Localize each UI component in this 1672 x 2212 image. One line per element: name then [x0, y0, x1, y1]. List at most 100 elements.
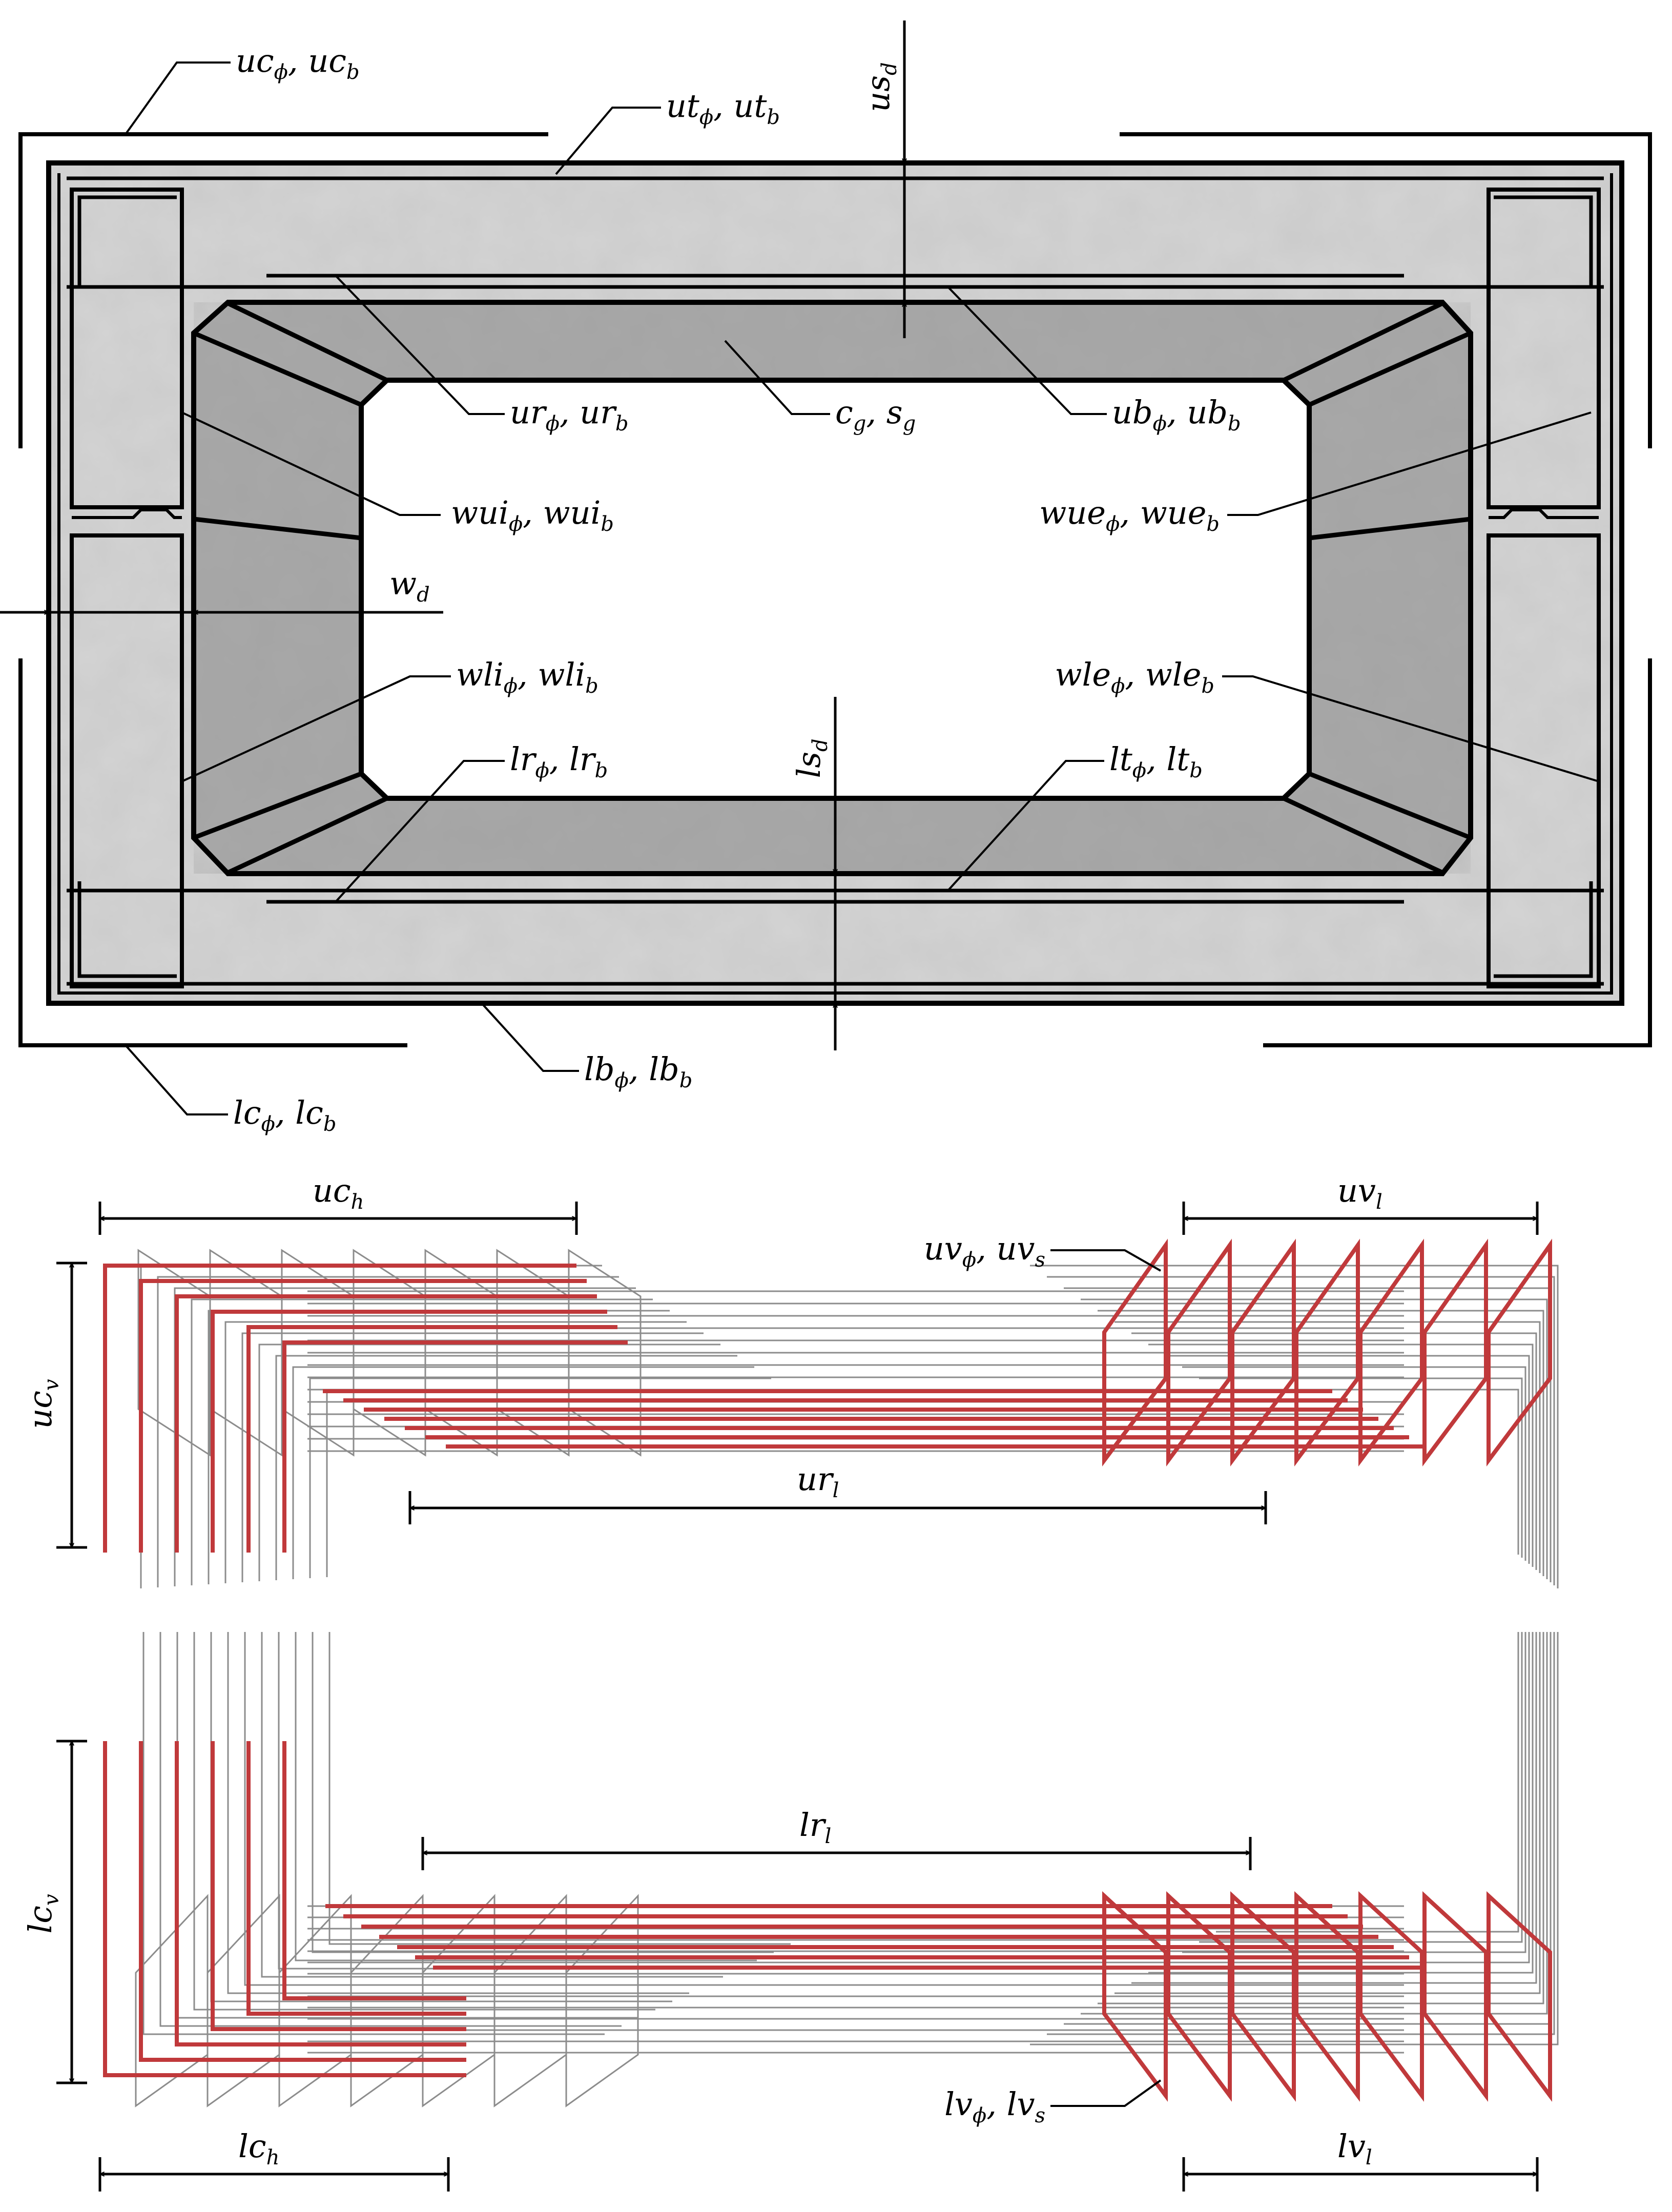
label-uvl: uvl: [1337, 1172, 1382, 1214]
context-corner-bar: [1047, 1276, 1555, 1585]
highlight-stirrup-upper: [1166, 1238, 1232, 1466]
context-corner-bar: [1148, 1632, 1534, 1974]
context-stirrup: [565, 1894, 639, 2107]
highlight-corner-bar-upper: [103, 1264, 576, 1553]
highlight-corner-bar-lower: [211, 1741, 466, 2031]
rebar-leaders: [1050, 1249, 1162, 2107]
context-corner-bar: [309, 1377, 771, 1578]
label-lcv: lcv: [22, 1894, 64, 1934]
highlight-stirrup-upper: [1487, 1238, 1552, 1466]
label-wle: wleϕ, wleb: [1055, 656, 1214, 698]
highlight-corner-bar-lower: [282, 1741, 466, 2000]
leader-lines: [125, 61, 1599, 1115]
box-culvert-cross-section: ucϕ, ucb utϕ, utb usd urϕ, urb cg, sg ub…: [0, 20, 1652, 1136]
context-corner-bar: [258, 1343, 720, 1581]
highlight-stirrup-upper: [1294, 1238, 1360, 1466]
highlight-corner-bar-upper: [282, 1340, 628, 1553]
corner-columns: [70, 188, 1601, 988]
label-usd: usd: [859, 62, 901, 112]
rebar-labels: uch uvl uvϕ, uvs ucv url lrl lcv lvϕ, lv…: [22, 1172, 1382, 2169]
context-corner-bar: [1131, 1632, 1537, 1984]
label-url: url: [797, 1460, 839, 1502]
highlight-stirrup-lower: [1102, 1891, 1168, 2102]
context-corner-bar: [193, 1632, 655, 2011]
highlight-corner-bar-upper: [211, 1310, 607, 1553]
context-corner-bar: [1030, 1632, 1559, 2045]
rebar-cage-view: uch uvl uvϕ, uvs ucv url lrl lcv lvϕ, lv…: [22, 1172, 1559, 2192]
highlight-stirrup-lower: [1230, 1891, 1296, 2102]
context-corner-bar: [244, 1632, 706, 1986]
label-ut: utϕ, utb: [666, 87, 780, 129]
label-lt: ltϕ, ltb: [1109, 740, 1203, 782]
context-corner-bar: [328, 1632, 791, 1945]
rebar-dimensions: [56, 1202, 1539, 2192]
context-corner-bar: [157, 1276, 619, 1587]
label-uc: ucϕ, ucb: [236, 42, 360, 84]
label-wue: wueϕ, wueb: [1039, 494, 1220, 536]
label-lsd: lsd: [790, 738, 832, 778]
context-corner-bar: [312, 1632, 774, 1953]
section-labels: ucϕ, ucb utϕ, utb usd urϕ, urb cg, sg ub…: [233, 42, 1241, 1136]
highlighted-rebar: [103, 1238, 1552, 2102]
context-corner-bar: [1064, 1632, 1552, 2025]
haunch-outline: [191, 300, 1473, 876]
context-corner-bar: [142, 1632, 605, 2035]
label-lc: lcϕ, lcb: [233, 1094, 336, 1136]
context-corner-bar: [261, 1632, 723, 1978]
context-corner-bar: [1165, 1355, 1530, 1564]
label-wd: wd: [389, 565, 430, 607]
context-corner-bar: [292, 1366, 754, 1579]
label-uv: uvϕ, uvs: [924, 1230, 1045, 1272]
label-lvl: lvl: [1337, 2127, 1372, 2169]
context-corner-bar: [224, 1321, 687, 1583]
highlight-corner-bar-lower: [175, 1741, 466, 2046]
context-corner-bar: [159, 1632, 622, 2027]
highlight-stirrup-lower: [1166, 1891, 1232, 2102]
highlight-stirrup-upper: [1230, 1238, 1296, 1466]
label-cg: cg, sg: [835, 394, 916, 436]
highlight-stirrup-lower: [1358, 1891, 1424, 2102]
context-corner-bar: [241, 1332, 704, 1582]
label-ucv: ucv: [22, 1379, 64, 1429]
corner-bars: [77, 195, 1593, 978]
label-lr: lrϕ, lrb: [510, 740, 608, 782]
highlight-stirrup-upper: [1358, 1238, 1424, 1466]
context-corner-bar: [1165, 1632, 1530, 1963]
context-corner-bar: [1081, 1632, 1548, 2015]
context-corner-bar: [1131, 1332, 1537, 1570]
context-corner-bar: [1216, 1632, 1519, 1933]
highlight-stirrup-upper: [1422, 1238, 1488, 1466]
highlight-corner-bar-lower: [139, 1741, 466, 2062]
highlight-stirrup-lower: [1294, 1891, 1360, 2102]
label-ur: urϕ, urb: [510, 394, 628, 436]
context-corner-bar: [275, 1355, 737, 1580]
highlight-stirrup-upper: [1102, 1238, 1168, 1466]
label-lb: lbϕ, lbb: [584, 1050, 692, 1092]
haunch-diagonals: [193, 301, 1472, 875]
highlight-corner-bar-upper: [139, 1279, 587, 1553]
highlight-stirrup-lower: [1487, 1891, 1552, 2102]
highlight-corner-bar-upper: [175, 1294, 597, 1553]
context-rebar: [135, 1249, 1559, 2107]
context-corner-bar: [295, 1632, 757, 1961]
context-corner-bar: [1098, 1632, 1544, 2004]
context-corner-bar: [1030, 1265, 1559, 1588]
context-corner-bar: [1199, 1377, 1523, 1558]
context-corner-bar: [1114, 1632, 1541, 1994]
highlight-corner-bar-lower: [246, 1741, 466, 2016]
context-corner-bar: [191, 1298, 653, 1585]
label-lrl: lrl: [799, 1806, 831, 1848]
label-ub: ubϕ, ubb: [1112, 394, 1241, 436]
label-lv: lvϕ, lvs: [944, 2085, 1045, 2127]
context-corner-bar: [1114, 1321, 1541, 1573]
context-corner-bar: [1081, 1298, 1548, 1579]
label-lch: lch: [238, 2127, 279, 2169]
context-corner-bar: [227, 1632, 689, 1994]
highlight-corner-bar-lower: [103, 1741, 466, 2077]
context-corner-bar: [1199, 1632, 1523, 1943]
label-wli: wliϕ, wlib: [456, 656, 598, 698]
highlight-stirrup-lower: [1422, 1891, 1488, 2102]
label-wui: wuiϕ, wuib: [451, 494, 614, 536]
